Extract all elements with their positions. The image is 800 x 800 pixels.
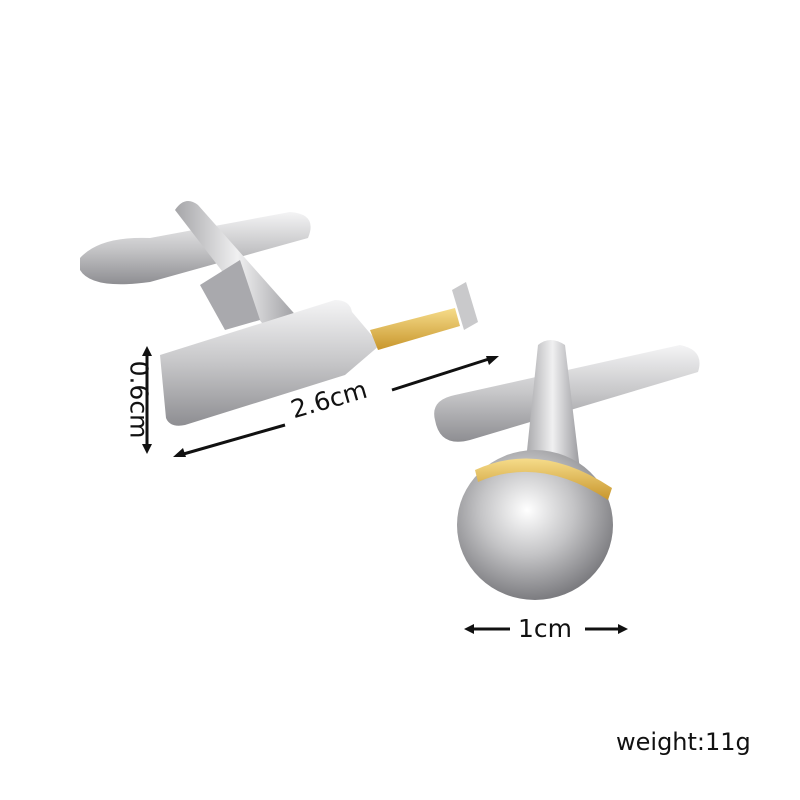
diameter-label: 1cm — [518, 614, 573, 643]
bat-cufflink — [80, 201, 478, 426]
ball-cufflink — [434, 340, 700, 600]
dimension-arrows — [142, 346, 628, 634]
weight-label: weight:11g — [616, 728, 751, 756]
thickness-label: 0.6cm — [124, 360, 154, 439]
